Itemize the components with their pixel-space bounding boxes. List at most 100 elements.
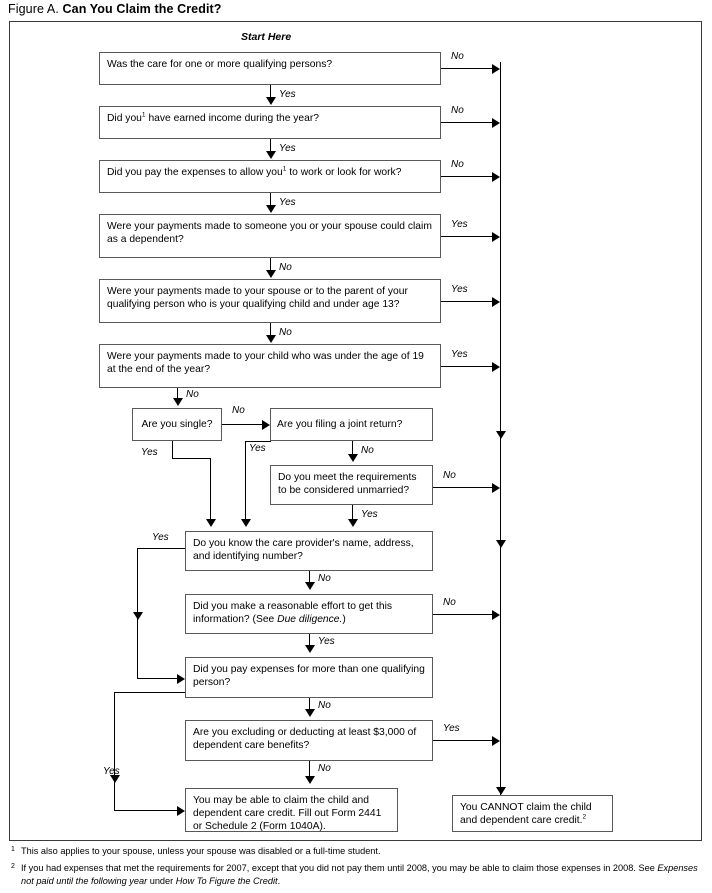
edge-q11-no-line [433,614,493,615]
right-spine-arrow-mid [496,431,506,439]
footnote-1-marker: 1 [11,846,15,853]
node-q9: Do you meet the requirements to be consi… [270,465,433,505]
edge-q12-no-arrow [305,709,315,717]
node-q13: Are you excluding or deducting at least … [185,720,433,761]
figure-label: Figure A. [8,2,59,16]
node-q7: Are you single? [132,408,222,441]
edge-label-q2-no: No [451,105,464,116]
node-q10: Do you know the care provider's name, ad… [185,531,433,571]
edge-q6-yes-line [441,366,493,367]
edge-q13-no-line [309,761,310,778]
edge-label-q13-yes: Yes [443,723,460,734]
node-result-can-claim: You may be able to claim the child and d… [185,788,398,832]
edge-q8-no-arrow [348,454,358,462]
edge-q8-no-line [352,441,353,455]
edge-q11-yes-line [309,634,310,647]
footnote-1: 1 This also applies to your spouse, unle… [10,845,705,857]
edge-label-q5-yes: Yes [451,284,468,295]
edge-q8-yes-h [245,441,271,442]
node-q8: Are you filing a joint return? [270,408,433,441]
edge-q3-no-line [441,176,493,177]
edge-q3-yes-line [270,193,271,207]
right-spine-arrow-mid2 [496,540,506,548]
footnote-2: 2 If you had expenses that met the requi… [10,862,705,887]
edge-label-q10-no: No [318,573,331,584]
edge-q10-no-arrow [305,582,315,590]
edge-label-q4-yes: Yes [451,219,468,230]
node-q4: Were your payments made to someone you o… [99,214,441,258]
edge-q1-no-line [441,68,493,69]
edge-q9-yes-arrow [348,519,358,527]
edge-label-q9-yes: Yes [361,509,378,520]
node-q5: Were your payments made to your spouse o… [99,279,441,323]
edge-q7-no-line [222,424,264,425]
edge-q12-yes-h2 [114,810,178,811]
edge-label-q1-no: No [451,51,464,62]
edge-label-q11-no: No [443,597,456,608]
edge-label-q10-yes: Yes [152,532,169,543]
footnote-2-text-part2: under [147,875,176,886]
right-spine-line [500,62,501,795]
edge-q12-yes-midarrow [110,775,120,783]
edge-q5-yes-line [441,301,493,302]
node-q12: Did you pay expenses for more than one q… [185,657,433,698]
edge-label-q5-no: No [279,327,292,338]
edge-label-q12-yes: Yes [103,766,120,777]
edge-q2-no-arrow [492,118,500,128]
edge-label-q8-no: No [361,445,374,456]
edge-label-q12-no: No [318,700,331,711]
edge-q2-no-line [441,122,493,123]
edge-q4-yes-arrow [492,232,500,242]
edge-q2-yes-arrow [266,151,276,159]
edge-q12-no-line [309,698,310,711]
edge-q4-no-line [270,258,271,272]
edge-label-q4-no: No [279,262,292,273]
edge-q3-yes-arrow [266,205,276,213]
node-q3: Did you pay the expenses to allow you1 t… [99,160,441,193]
right-spine-arrow-into-cannot [496,787,506,795]
edge-q6-no-line [177,388,178,400]
edge-label-q8-yes: Yes [249,443,266,454]
page-title: Figure A. Can You Claim the Credit? [8,2,222,16]
edge-label-q7-no: No [232,405,245,416]
edge-q11-yes-arrow [305,645,315,653]
footnotes: 1 This also applies to your spouse, unle… [10,845,705,892]
edge-q1-no-arrow [492,64,500,74]
edge-label-q13-no: No [318,763,331,774]
footnote-2-text-part1: If you had expenses that met the require… [21,863,658,874]
edge-q8-yes-v [245,441,246,521]
edge-label-q7-yes: Yes [141,447,158,458]
edge-q6-no-arrow [173,398,183,406]
edge-q12-yes-arrow [177,806,185,816]
figure-title-text: Can You Claim the Credit? [62,2,222,16]
edge-q5-yes-arrow [492,297,500,307]
edge-q7-yes-v1 [172,441,173,458]
edge-q5-no-line [270,323,271,337]
edge-q10-no-line [309,571,310,584]
footnote-1-text: This also applies to your spouse, unless… [21,846,381,856]
edge-label-q9-no: No [443,470,456,481]
start-here-label: Start Here [241,31,292,43]
edge-q10-yes-h2 [137,678,179,679]
edge-q11-no-arrow [492,610,500,620]
edge-q12-yes-v [114,692,115,810]
node-q11: Did you make a reasonable effort to get … [185,594,433,634]
edge-q1-yes-line [270,85,271,99]
edge-q7-yes-h [172,458,211,459]
edge-q10-yes-midarrow [133,612,143,620]
edge-label-q11-yes: Yes [318,636,335,647]
footnote-2-italic1: Expenses not paid until the following ye… [21,863,698,886]
edge-q2-yes-line [270,139,271,153]
node-q1: Was the care for one or more qualifying … [99,52,441,85]
node-q6: Were your payments made to your child wh… [99,344,441,388]
edge-q13-yes-arrow [492,736,500,746]
edge-q4-no-arrow [266,270,276,278]
edge-label-q6-no: No [186,389,199,400]
edge-q8-yes-arrow [241,519,251,527]
node-result-cannot-claim: You CANNOT claim the child and dependent… [452,795,613,832]
edge-label-q3-yes: Yes [279,197,296,208]
node-q2: Did you1 have earned income during the y… [99,106,441,139]
edge-q9-no-line [433,487,493,488]
edge-q4-yes-line [441,236,493,237]
